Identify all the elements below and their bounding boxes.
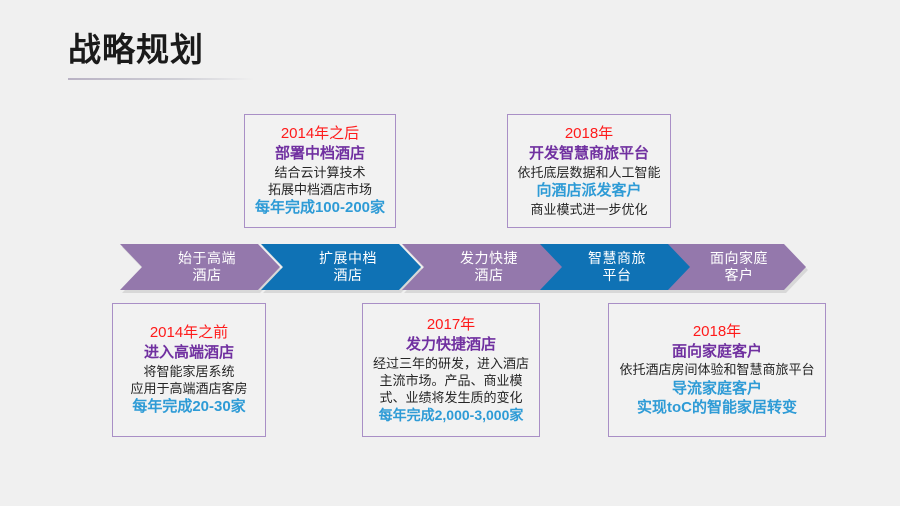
info-box-2018-platform: 2018年 开发智慧商旅平台 依托底层数据和人工智能 向酒店派发客户 商业模式进…: [507, 114, 671, 228]
strategy-timeline-chevrons: 始于高端 酒店 扩展中档 酒店 发力快捷 酒店 智慧商旅 平台 面向家庭 客户: [120, 244, 806, 290]
box-body-line-1: 依托底层数据和人工智能: [517, 164, 661, 180]
box-body-line-2: 商业模式进一步优化: [530, 201, 648, 217]
box-accent-metric-2: 实现toC的智能家居转变: [637, 399, 797, 417]
chevron-label: 面向家庭 客户: [710, 249, 768, 283]
box-accent-metric: 每年完成20-30家: [132, 398, 246, 416]
info-box-2018-family: 2018年 面向家庭客户 依托酒店房间体验和智慧商旅平台 导流家庭客户 实现to…: [608, 303, 826, 437]
box-accent-metric: 每年完成100-200家: [254, 199, 386, 217]
chevron-label: 始于高端 酒店: [178, 249, 236, 283]
box-accent-metric: 每年完成2,000-3,000家: [378, 407, 524, 424]
chevron-label: 发力快捷 酒店: [460, 249, 518, 283]
box-body-paragraph: 经过三年的研发，进入酒店主流市场。产品、商业模式、业绩将发生质的变化: [372, 355, 529, 406]
info-box-2014-before: 2014年之前 进入高端酒店 将智能家居系统 应用于高端酒店客房 每年完成20-…: [112, 303, 266, 437]
chevron-stage-2[interactable]: 扩展中档 酒店: [261, 244, 421, 290]
info-box-2014-after: 2014年之后 部署中档酒店 结合云计算技术 拓展中档酒店市场 每年完成100-…: [244, 114, 396, 228]
box-body-line-1: 结合云计算技术: [274, 164, 366, 180]
box-year-label: 2014年之前: [149, 324, 229, 342]
box-body-line-2: 拓展中档酒店市场: [267, 181, 372, 197]
title-underline-divider: [68, 78, 254, 80]
box-year-label: 2014年之后: [280, 125, 360, 143]
chevron-label: 扩展中档 酒店: [319, 249, 377, 283]
box-heading: 发力快捷酒店: [405, 336, 496, 354]
box-heading: 开发智慧商旅平台: [528, 144, 649, 162]
info-box-2017-budget: 2017年 发力快捷酒店 经过三年的研发，进入酒店主流市场。产品、商业模式、业绩…: [362, 303, 540, 437]
box-year-label: 2018年: [692, 322, 742, 340]
page-title: 战略规划: [68, 31, 204, 68]
box-body-line-1: 将智能家居系统: [143, 363, 235, 379]
chevron-label: 智慧商旅 平台: [588, 249, 646, 283]
box-accent-metric-1: 导流家庭客户: [671, 379, 762, 397]
chevron-stage-3[interactable]: 发力快捷 酒店: [402, 244, 562, 290]
box-year-label: 2018年: [564, 125, 614, 143]
box-body-line-1: 依托酒店房间体验和智慧商旅平台: [619, 362, 815, 378]
box-heading: 部署中档酒店: [274, 144, 365, 162]
box-year-label: 2017年: [426, 316, 476, 334]
box-heading: 进入高端酒店: [143, 343, 234, 361]
box-heading: 面向家庭客户: [671, 342, 762, 360]
box-body-line-2: 应用于高端酒店客房: [130, 380, 248, 396]
chevron-stage-1[interactable]: 始于高端 酒店: [120, 244, 280, 290]
box-accent-metric: 向酒店派发客户: [536, 181, 642, 199]
